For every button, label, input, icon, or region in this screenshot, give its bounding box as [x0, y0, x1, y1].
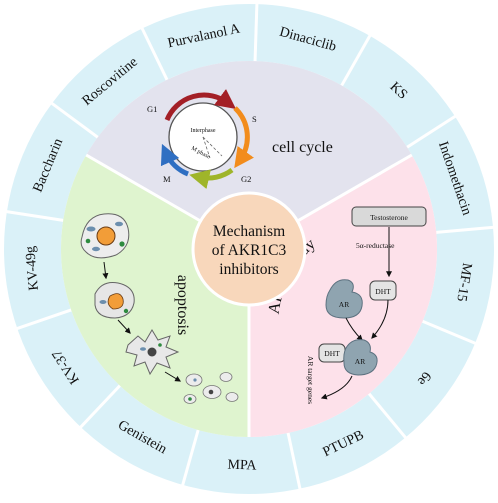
apoptotic-bodies: [183, 372, 239, 404]
ring-divider: [421, 319, 477, 345]
dht-label: DHT: [375, 287, 391, 296]
interphase-label: Interphase: [191, 128, 216, 134]
ring-divider: [436, 225, 495, 234]
apoptosis-arrow: [117, 319, 131, 334]
apoptosis-arrow: [164, 371, 182, 382]
inhibitor-label: MF-15: [453, 262, 474, 303]
s-label: S: [252, 114, 257, 124]
g1-label: G1: [147, 104, 157, 114]
ring-divider: [286, 432, 302, 490]
apoptosis-diagram: apoptosis: [80, 213, 239, 404]
complex-ar-label: AR: [355, 357, 365, 366]
ring-divider: [78, 384, 121, 429]
m-phase-divider: [202, 136, 211, 159]
g2-label: G2: [241, 174, 251, 184]
testosterone-box: [351, 206, 427, 227]
g1-arrow: [164, 89, 237, 122]
cell-cycle-diagram: Interphase M phase G1 S G2 M cell cycle: [147, 89, 333, 189]
binding-arrow: [371, 299, 389, 339]
ring-divider: [253, 3, 259, 62]
ring-divider: [140, 26, 169, 81]
apoptosis-title: apoptosis: [174, 275, 191, 335]
ring-divider: [367, 392, 408, 440]
center-line-1: Mechanism: [213, 223, 285, 240]
ring-divider: [5, 210, 64, 222]
ring-divider: [181, 429, 200, 487]
ring-dividers: [5, 3, 495, 490]
center-line-2: of AKR1C3: [212, 242, 287, 259]
ring-divider: [50, 101, 99, 139]
testosterone-label: Testosterone: [370, 213, 408, 222]
ar-label: AR: [339, 300, 349, 309]
ar-receptor: [325, 279, 363, 319]
ring-divider: [406, 114, 457, 149]
target-arrow: [320, 375, 353, 400]
cell-cycle-title: cell cycle: [272, 139, 333, 156]
g2-arrow: [189, 167, 234, 189]
m-label: M: [163, 174, 171, 184]
ring-divider: [15, 308, 72, 331]
m-phase-divider: [202, 136, 223, 157]
dht-box: [369, 280, 397, 301]
apoptosis-arrow: [102, 261, 109, 280]
blebbing-cell: [125, 329, 180, 376]
target-genes-label: AR target genes: [306, 356, 315, 404]
complex-dht-label: DHT: [324, 349, 340, 358]
inhibitor-label: MPA: [227, 458, 257, 474]
inhibitor-label: KV-49g: [23, 245, 42, 291]
s-arrow: [233, 106, 254, 169]
m-arrow: [160, 143, 190, 177]
center-circle: [191, 191, 307, 307]
shrinking-cell: [94, 282, 135, 319]
healthy-cell: [80, 213, 130, 259]
ar-to-complex-arrow: [345, 317, 363, 341]
center-line-3: inhibitors: [219, 261, 278, 278]
ring-divider: [340, 34, 372, 87]
complex-ar-receptor: [343, 339, 378, 376]
enzyme-label: 5α-reductase: [356, 241, 395, 250]
